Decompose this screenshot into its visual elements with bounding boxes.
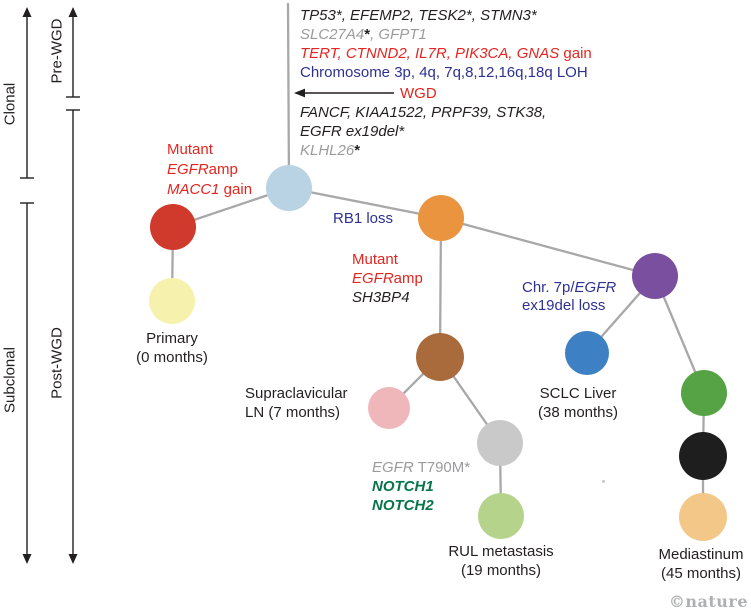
- gain-genes: TERT, CTNND2, IL7R, PIK3CA, GNAS: [300, 45, 560, 62]
- gene-macc1: MACC1: [167, 181, 220, 198]
- clonal-up-arrowhead: [22, 7, 32, 17]
- chr7p-prefix: Chr. 7p/: [522, 279, 575, 296]
- trunk-mutations-line7: KLHL26*: [300, 141, 360, 160]
- egfr-amp-suffix: amp: [208, 161, 238, 178]
- node-mediastinum-mid: [679, 432, 727, 480]
- macc1-line2: EGFRamp: [167, 160, 252, 180]
- wgd-label: WGD: [400, 85, 437, 102]
- trunk-mutations-line3: TERT, CTNND2, IL7R, PIK3CA, GNAS gain: [300, 44, 592, 63]
- trunk-mutations-line1: TP53*, EFEMP2, TESK2*, STMN3*: [300, 7, 537, 24]
- t790m-suffix: T790M*: [413, 459, 471, 476]
- macc1-line1: Mutant: [167, 141, 213, 158]
- node-mutant-egfr-left: [150, 204, 196, 250]
- clone-nodes: [149, 165, 727, 541]
- prewgd-up-arrowhead: [68, 7, 78, 17]
- gene-egfr: EGFR: [372, 459, 414, 476]
- sclc-liver-name: SCLC Liver: [539, 385, 617, 402]
- subclonal-axis-label: Subclonal: [1, 347, 19, 413]
- mediastinum-time: (45 months): [660, 565, 742, 582]
- t790m-branch-label: EGFR T790M* NOTCH1 NOTCH2: [372, 458, 470, 515]
- node-mediastinum-upper: [681, 370, 727, 416]
- klhl26-asterisk: *: [354, 142, 361, 159]
- node-primary: [149, 278, 195, 324]
- edge-trunk: [286, 2, 291, 189]
- mediastinum-name: Mediastinum: [658, 546, 744, 563]
- subclonal-down-arrowhead: [22, 554, 32, 564]
- mediastinum-sample-label: Mediastinum (45 months): [658, 545, 743, 583]
- trunk-mutations-line5: FANCF, KIAA1522, PRPF39, STK38,: [300, 104, 547, 121]
- prewgd-axis-label: Pre-WGD: [48, 18, 66, 84]
- edge-truncal-orange: [288, 186, 442, 220]
- postwgd-down-arrowhead: [68, 554, 78, 564]
- primary-name: Primary: [146, 330, 198, 347]
- rul-sample-label: RUL metastasis (19 months): [448, 542, 553, 580]
- node-mediastinum: [679, 493, 727, 541]
- wgd-arrowhead: [294, 88, 305, 98]
- rul-time: (19 months): [460, 562, 542, 579]
- egfr-amp-suffix: amp: [393, 270, 423, 287]
- gene-egfr: EGFR: [574, 279, 617, 296]
- supraclavicular-name: Supraclavicular: [245, 385, 348, 402]
- rul-name: RUL metastasis: [448, 543, 554, 560]
- primary-sample-label: Primary (0 months): [136, 329, 208, 367]
- edge-orange-purple: [440, 216, 656, 278]
- postwgd-axis-label: Post-WGD: [48, 327, 66, 399]
- clonal-axis-label: Clonal: [1, 82, 19, 126]
- print-speck: [602, 480, 605, 483]
- gene-notch1: NOTCH1: [372, 478, 434, 495]
- gene-notch2: NOTCH2: [372, 497, 434, 514]
- sh3bp4-line1: Mutant: [352, 251, 398, 268]
- node-t790m: [477, 420, 523, 466]
- rb1-loss-label: RB1 loss: [333, 210, 394, 227]
- t790m-line: EGFR T790M*: [372, 458, 470, 477]
- gene-slc27a4: SLC27A4: [300, 26, 365, 43]
- trunk-mutations-line2: SLC27A4*, GFPT1: [300, 25, 427, 44]
- nature-watermark: ©nature: [668, 592, 748, 611]
- gene-egfr: EGFR: [352, 270, 394, 287]
- sh3bp4-branch-label: Mutant EGFRamp SH3BP4: [352, 250, 423, 307]
- sclc-liver-sample-label: SCLC Liver (38 months): [538, 384, 618, 422]
- node-truncal: [266, 165, 312, 211]
- node-egfr-amp-child: [416, 333, 464, 381]
- node-sclc-liver: [565, 331, 609, 375]
- node-rb1-loss: [418, 195, 464, 241]
- timeline-axes: [20, 14, 80, 556]
- trunk-loh-line: Chromosome 3p, 4q, 7q,8,12,16q,18q LOH: [300, 64, 588, 81]
- node-rul-metastasis: [478, 493, 524, 539]
- slc27a4-asterisk: *: [364, 26, 371, 43]
- gene-sh3bp4: SH3BP4: [352, 289, 410, 306]
- primary-time: (0 months): [136, 349, 208, 366]
- sh3bp4-line2: EGFRamp: [352, 269, 423, 288]
- wgd-arrow: [294, 88, 394, 98]
- supraclavicular-time: LN (7 months): [245, 404, 341, 421]
- node-chr7p-loss: [632, 253, 678, 299]
- gene-gfpt1: , GFPT1: [370, 26, 427, 43]
- gain-suffix: gain: [559, 45, 592, 62]
- chr7p-line2: ex19del loss: [522, 297, 606, 314]
- timeline-arrowheads: [22, 7, 78, 564]
- macc1-branch-label: Mutant EGFRamp MACC1 gain: [167, 140, 252, 200]
- trunk-mutations-line6: EGFR ex19del*: [300, 123, 405, 140]
- sclc-liver-time: (38 months): [537, 404, 619, 421]
- supraclavicular-sample-label: Supraclavicular LN (7 months): [245, 384, 348, 422]
- gene-klhl26: KLHL26: [300, 142, 355, 159]
- chr7p-line1: Chr. 7p/EGFR: [522, 279, 616, 297]
- macc1-line3: MACC1 gain: [167, 180, 252, 200]
- gene-egfr: EGFR: [167, 161, 209, 178]
- chr7p-branch-label: Chr. 7p/EGFR ex19del loss: [522, 279, 616, 315]
- macc1-gain-suffix: gain: [219, 181, 253, 198]
- node-supraclavicular-ln: [368, 387, 410, 429]
